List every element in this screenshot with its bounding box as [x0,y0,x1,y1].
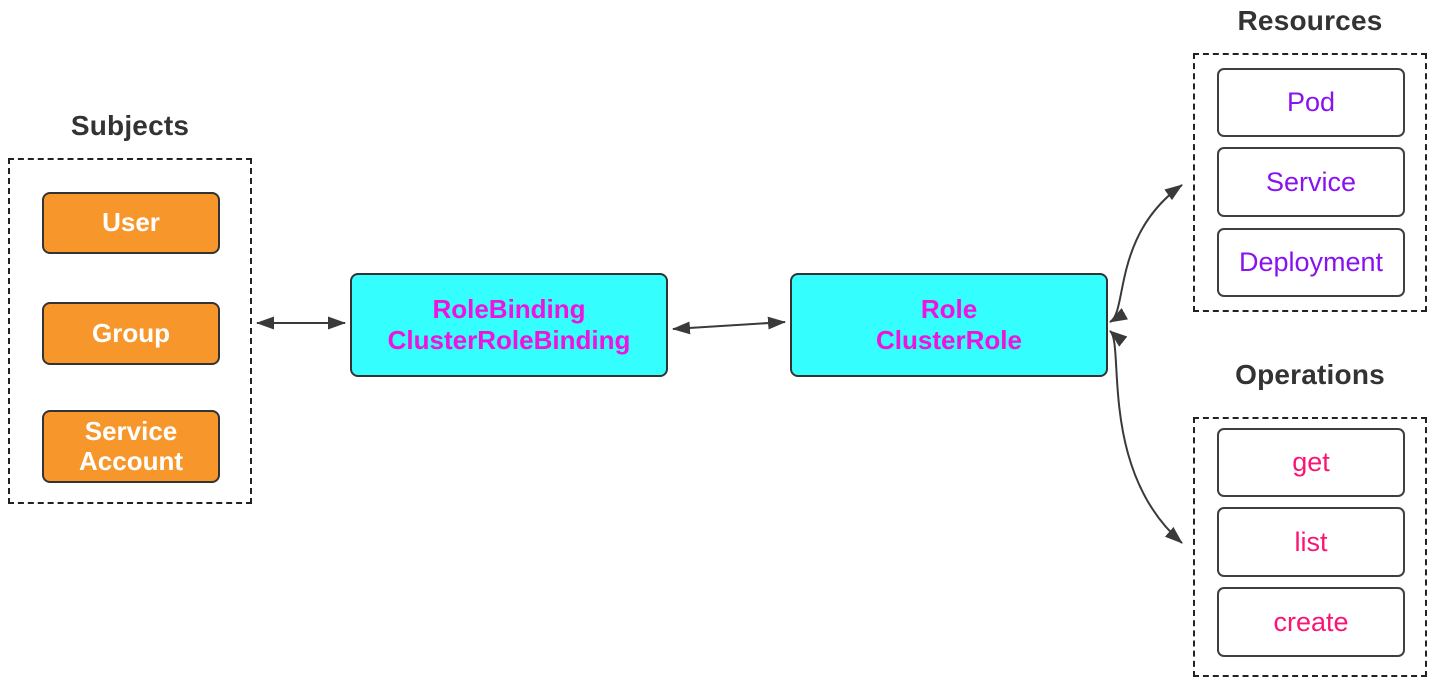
rolebinding-label-line2: ClusterRoleBinding [387,325,631,355]
rolebinding-role-arrow [672,316,786,335]
role-label-line1: Role [920,293,978,324]
subject-group-label: Group [92,317,170,348]
subject-user-label: User [102,207,160,238]
resources-title: Resources [1237,5,1383,36]
resource-node-pod: Pod [1217,68,1405,137]
subject-node-service-account: Service Account [42,410,220,483]
resource-deployment-label: Deployment [1238,247,1384,277]
rolebinding-node: RoleBinding ClusterRoleBinding [350,273,668,377]
subjects-panel [8,158,252,504]
operations-title: Operations [1235,359,1385,390]
resources-panel [1193,53,1427,312]
role-resources-arrow [1109,184,1183,323]
subject-service-account-label: Service Account [79,415,183,476]
operation-node-create: create [1217,587,1405,657]
resource-node-deployment: Deployment [1217,228,1405,297]
resource-node-service: Service [1217,147,1405,217]
operation-create-label: create [1273,606,1349,637]
operation-list-label: list [1294,526,1328,557]
resource-service-label: Service [1265,166,1357,197]
subject-node-user: User [42,192,220,254]
operation-get-label: get [1292,447,1330,477]
role-operations-arrow [1109,330,1183,544]
role-node: Role ClusterRole [790,273,1108,377]
operation-node-list: list [1217,507,1405,577]
subject-node-group: Group [42,302,220,365]
operation-node-get: get [1217,428,1405,497]
subjects-title: Subjects [70,110,190,141]
role-label-line2: ClusterRole [876,325,1022,355]
operations-panel [1193,417,1427,677]
resource-pod-label: Pod [1286,87,1336,117]
rolebinding-label-line1: RoleBinding [432,293,586,324]
